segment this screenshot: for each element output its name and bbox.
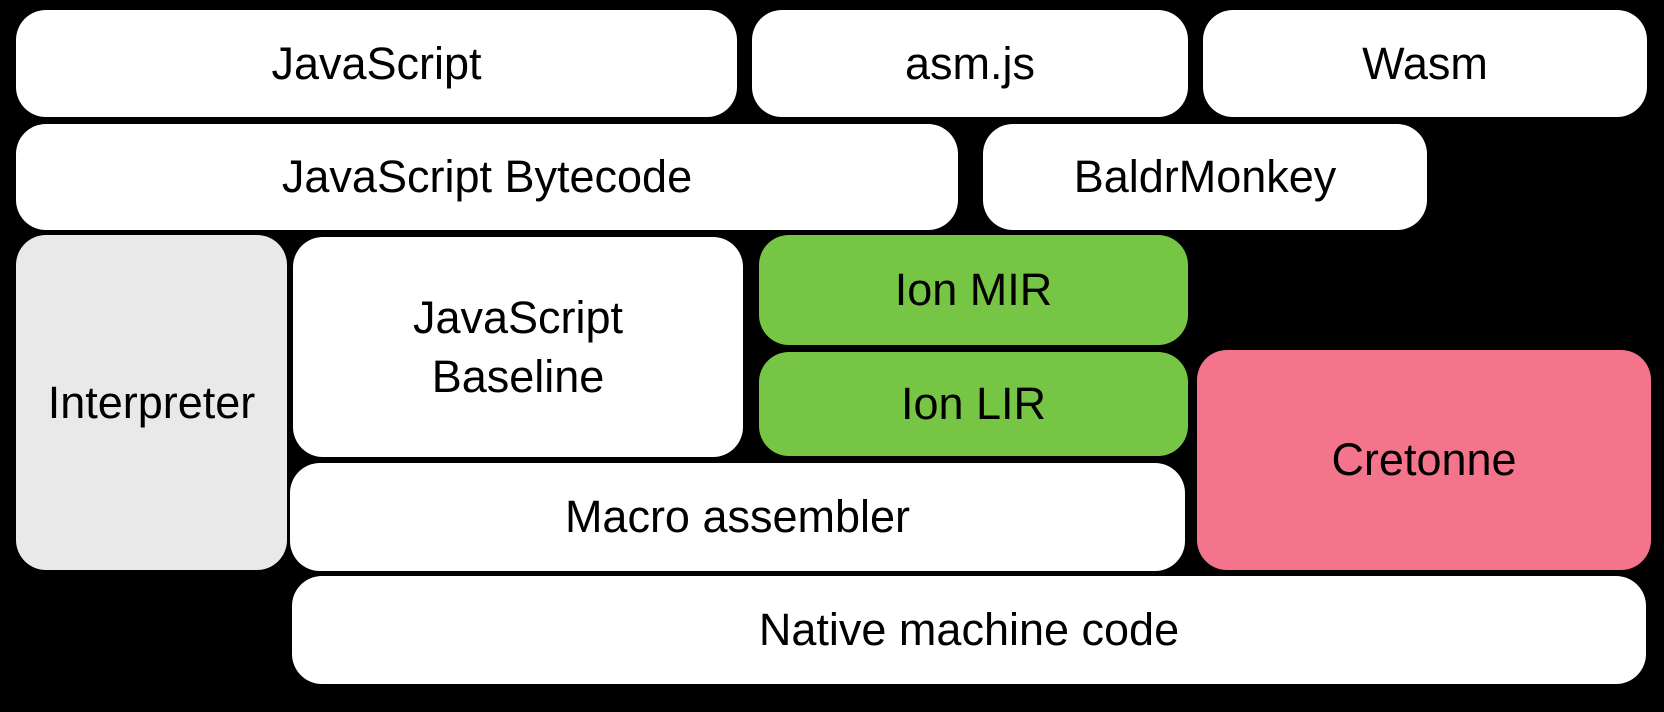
- cretonne-node: Cretonne: [1197, 350, 1651, 570]
- ion-lir-label: Ion LIR: [900, 378, 1047, 430]
- cretonne-label: Cretonne: [1331, 434, 1517, 486]
- native-machine-code-label: Native machine code: [758, 604, 1180, 656]
- ion-lir-node: Ion LIR: [759, 352, 1188, 456]
- wasm-node: Wasm: [1203, 10, 1647, 117]
- javascript-bytecode-label: JavaScript Bytecode: [281, 151, 693, 203]
- asmjs-label: asm.js: [904, 37, 1035, 89]
- native-machine-code-node: Native machine code: [292, 576, 1646, 684]
- javascript-node: JavaScript: [16, 10, 737, 117]
- interpreter-label: Interpreter: [47, 376, 256, 428]
- javascript-bytecode-node: JavaScript Bytecode: [16, 124, 958, 230]
- baldrmonkey-label: BaldrMonkey: [1073, 151, 1337, 203]
- ion-mir-node: Ion MIR: [759, 235, 1188, 345]
- wasm-label: Wasm: [1362, 37, 1488, 89]
- javascript-baseline-node: JavaScript Baseline: [293, 237, 743, 457]
- baldrmonkey-node: BaldrMonkey: [983, 124, 1427, 230]
- macro-assembler-label: Macro assembler: [564, 491, 911, 543]
- ion-mir-label: Ion MIR: [894, 264, 1053, 316]
- javascript-baseline-label: JavaScript Baseline: [412, 291, 624, 402]
- asmjs-node: asm.js: [752, 10, 1188, 117]
- javascript-label: JavaScript: [271, 37, 482, 89]
- interpreter-node: Interpreter: [16, 235, 287, 570]
- macro-assembler-node: Macro assembler: [290, 463, 1185, 571]
